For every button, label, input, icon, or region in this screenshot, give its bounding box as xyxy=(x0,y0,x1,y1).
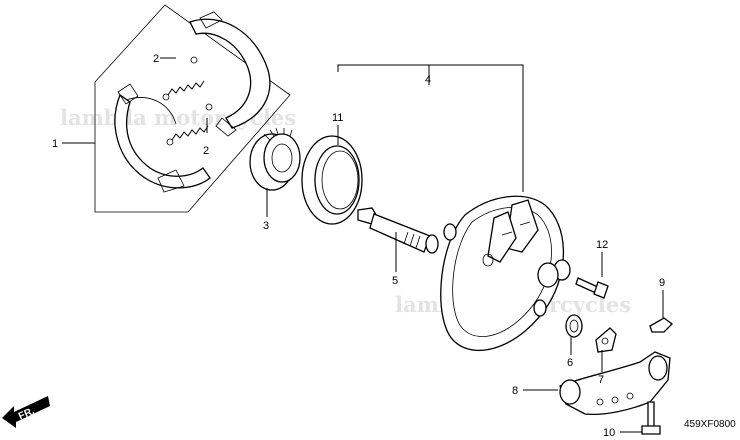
brake-shoe-assembly xyxy=(94,4,291,213)
gearbox xyxy=(249,127,301,191)
callout-2-top: 2 xyxy=(153,53,159,65)
wear-indicator-plate xyxy=(595,327,617,353)
diagram-code: 459XF0800 xyxy=(684,419,736,430)
callout-10: 10 xyxy=(603,427,615,439)
leader-lines xyxy=(62,57,664,433)
brake-panel xyxy=(440,195,571,351)
callout-3: 3 xyxy=(263,220,269,232)
spring-lower xyxy=(166,103,213,146)
callout-9: 9 xyxy=(659,277,665,289)
seal-cap xyxy=(649,317,673,333)
callout-11: 11 xyxy=(332,112,343,124)
callout-12: 12 xyxy=(596,239,608,251)
bolt-lower xyxy=(641,401,661,435)
bolt-upper xyxy=(575,277,609,299)
callout-8: 8 xyxy=(512,385,518,397)
callout-4: 4 xyxy=(425,74,431,86)
callout-6: 6 xyxy=(567,357,573,369)
brake-cam xyxy=(357,207,439,254)
callout-7: 7 xyxy=(598,374,604,386)
brake-arm xyxy=(559,351,671,416)
oil-seal xyxy=(301,135,363,225)
front-direction-arrow-icon: FR. xyxy=(2,396,50,428)
callout-1: 1 xyxy=(52,138,58,150)
callout-2-bottom: 2 xyxy=(203,145,209,157)
washer xyxy=(565,314,583,338)
callout-5: 5 xyxy=(392,275,398,287)
spring-upper xyxy=(162,56,205,101)
